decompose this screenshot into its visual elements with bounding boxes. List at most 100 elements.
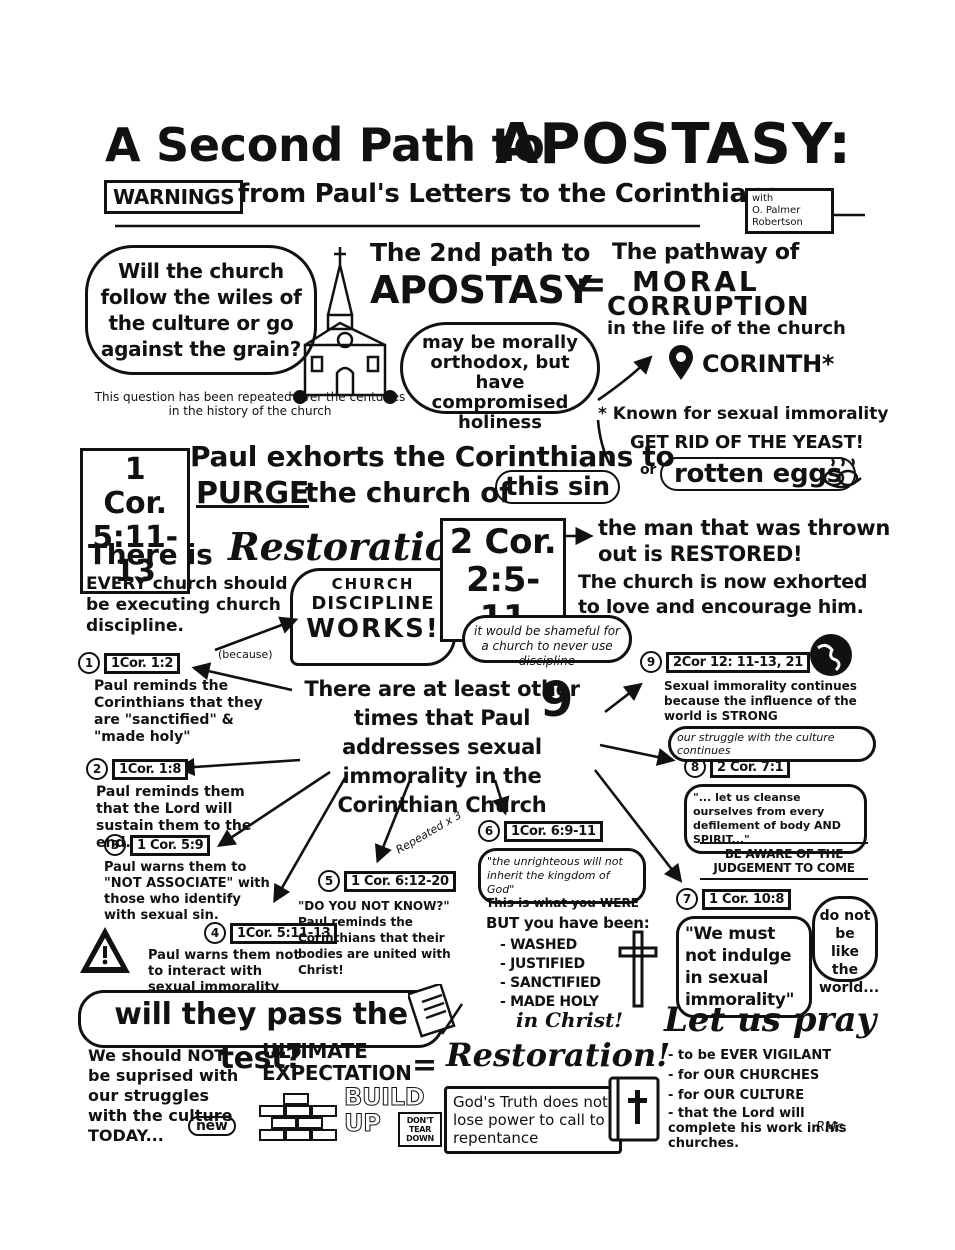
ultimate-b: EXPECTATION: [262, 1061, 412, 1085]
item-ref: 1 Cor. 6:12-20: [344, 871, 456, 892]
washed: - WASHED: [500, 937, 577, 953]
pray-heading: Let us pray: [664, 1000, 877, 1040]
title-prefix: A Second Path to: [105, 118, 545, 172]
item-number: 6: [478, 820, 500, 842]
truth-box: God's Truth does not lose power to call …: [444, 1086, 622, 1154]
second-path-apostasy: APOSTASY: [370, 268, 592, 312]
build-word: BUILD: [343, 1083, 425, 1111]
pathway-label: The pathway of: [612, 240, 800, 265]
yeast-or: or: [640, 462, 656, 478]
ultimate-restoration: Restoration!: [446, 1036, 671, 1074]
pray-list: - to be EVER VIGILANT - for OUR CHURCHES…: [668, 1046, 868, 1151]
subtitle: from Paul's Letters to the Corinthians: [238, 179, 781, 209]
pray-item: - to be EVER VIGILANT: [668, 1048, 832, 1063]
item-text: Paul warns them not to interact with sex…: [148, 948, 300, 995]
item-ref: 2 Cor. 7:1: [710, 757, 791, 778]
item-text: Paul warns them to "NOT ASSOCIATE" with …: [104, 860, 270, 923]
center-text: There are at least other times that Paul…: [304, 677, 580, 817]
item-text: Paul reminds the Corinthians that they a…: [94, 678, 263, 745]
location-pin-icon: [668, 345, 694, 381]
yeast-text: GET RID OF THE YEAST!: [630, 432, 864, 453]
item-number: 4: [204, 922, 226, 944]
ultimate-equals: =: [412, 1048, 437, 1083]
question-note: This question has been repeated over the…: [94, 390, 406, 418]
in-christ: in Christ!: [516, 1008, 623, 1032]
item-text: Paul reminds them that the Lord will sus…: [96, 784, 252, 851]
item-number: 1: [78, 652, 100, 674]
do-not-cloud: do not be like the world...: [812, 896, 879, 996]
works-works: WORKS!: [306, 614, 440, 644]
works-discipline: DISCIPLINE: [311, 593, 435, 614]
item-ref: 1Cor. 1:8: [112, 759, 189, 780]
ultimate-expectation: ULTIMATE EXPECTATION: [262, 1040, 412, 1084]
shameful-cloud: it would be shameful for a church to nev…: [462, 615, 632, 668]
item-number: 3: [104, 834, 126, 856]
center-nine: 9: [540, 672, 574, 728]
credit-box: with O. Palmer Robertson: [745, 188, 834, 234]
justified: - JUSTIFIED: [500, 956, 585, 972]
works-church: CHURCH: [331, 575, 415, 593]
up-word: UP: [343, 1109, 381, 1137]
artist-initials: RMc: [816, 1120, 844, 1135]
item-ref: 2Cor 12: 11-13, 21: [666, 652, 811, 673]
church-icon: [290, 245, 400, 405]
equals-sign: =: [575, 262, 607, 306]
new-badge: new: [188, 1116, 236, 1136]
discipline-works-burst: CHURCH DISCIPLINE WORKS!: [290, 568, 456, 666]
item-number: 2: [86, 758, 108, 780]
surprised-text: We should NOT be suprised with our strug…: [88, 1046, 239, 1145]
washed-list: - WASHED - JUSTIFIED - SANCTIFIED - MADE…: [500, 936, 601, 1012]
purge-text-a: Paul exhorts the Corinthians to: [190, 440, 675, 473]
item-number: 5: [318, 870, 340, 892]
man-restored: the man that was thrown out is RESTORED!: [598, 516, 890, 566]
title-apostasy: APOSTASY:: [495, 112, 852, 177]
credit-name: O. Palmer Robertson: [752, 205, 803, 228]
test-paper-icon: [406, 982, 464, 1040]
made-holy: - MADE HOLY: [500, 994, 599, 1010]
purge-text-c: the church of: [305, 476, 512, 509]
eggs-icon: [818, 458, 864, 496]
item-ref: 1 Cor. 5:9: [130, 835, 211, 856]
item-text: Sexual immorality continues because the …: [664, 679, 857, 723]
struggle-note: our struggle with the culture continues: [668, 726, 876, 762]
warnings-box: WARNINGS: [104, 180, 244, 214]
pray-item: - that the Lord will complete his work i…: [668, 1106, 847, 1151]
warning-triangle-icon: [78, 924, 132, 976]
pathway-moral: MORAL: [632, 265, 760, 298]
build-up: BUILD UP: [343, 1083, 425, 1137]
pathway-corruption: CORRUPTION: [607, 292, 810, 322]
pray-item: - for OUR CHURCHES: [668, 1068, 820, 1083]
item-ref: 1Cor. 5:11-13: [230, 923, 338, 944]
item-text: "... let us cleanse ourselves from every…: [684, 784, 867, 854]
ultimate-a: ULTIMATE: [262, 1039, 368, 1063]
credit-with: with: [752, 193, 774, 204]
dont-tear-down: DON'T TEAR DOWN: [398, 1112, 442, 1147]
but-label: BUT you have been:: [486, 914, 650, 932]
item-text: "We must not indulge in sexual immoralit…: [676, 916, 812, 1018]
this-sin-bubble: this sin: [495, 470, 620, 504]
because-text: (because): [218, 648, 273, 661]
orthodox-cloud: may be morally orthodox, but have compro…: [400, 322, 600, 433]
second-path-label: The 2nd path to: [370, 238, 591, 267]
item-ref: 1Cor. 1:2: [104, 653, 181, 674]
corinth-label: CORINTH*: [702, 350, 835, 378]
test-cloud: will they pass the test?: [78, 990, 444, 1076]
there-is: There is: [88, 538, 213, 571]
sanctified: - SANCTIFIED: [500, 975, 601, 991]
globe-icon: [808, 632, 854, 678]
this-is-what: This is what you WERE: [486, 896, 639, 910]
exhorted-text: The church is now exhorted to love and e…: [578, 571, 868, 618]
item-ref: 1 Cor. 10:8: [702, 889, 792, 910]
judgement-banner: BE AWARE OF THE JUDGEMENT TO COME: [700, 842, 868, 880]
bricks-icon: [258, 1090, 340, 1142]
pathway-life: in the life of the church: [607, 318, 846, 339]
item-text: "the unrighteous will not inherit the ki…: [478, 848, 646, 904]
ref-1cor-5-11: 1 Cor. 5:11-13: [80, 448, 190, 594]
cross-icon: [618, 930, 658, 1010]
